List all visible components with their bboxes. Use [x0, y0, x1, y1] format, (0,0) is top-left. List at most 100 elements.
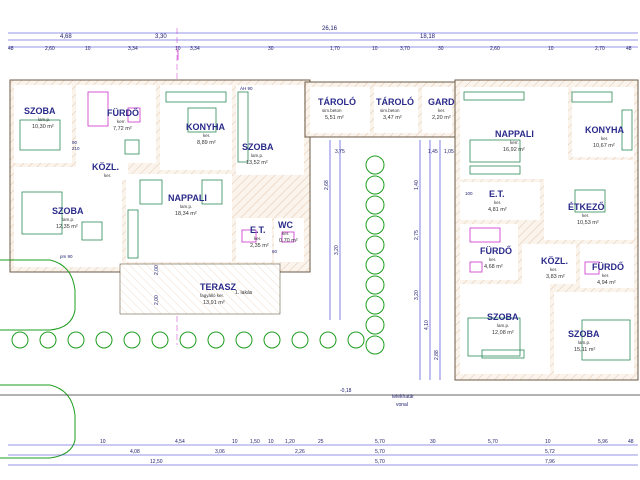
room-et-1-name: E.T. [250, 225, 266, 235]
dim-bot-r1-9: 5,70 [488, 439, 498, 445]
room-szoba-3-sub: lam.p. [62, 217, 74, 222]
room-konyha-2-area: 10,67 m² [593, 143, 615, 149]
small-dim-4: ÁH 90 [240, 85, 253, 91]
room-furdo-1-area: 7,72 m² [113, 126, 132, 132]
dim-v-10: 1,45 [428, 149, 438, 155]
room-konyha-1-area: 8,89 m² [197, 140, 216, 146]
dim-v-6: 3,20 [334, 245, 340, 255]
dim-top-r2-10: 2,60 [490, 46, 500, 52]
small-dim-2: 60 [272, 249, 278, 254]
top-dimension-lines: 26,16 4,68 3,30 18,18 48 2,60 10 3,34 10… [8, 26, 638, 52]
room-tarolo-2-area: 3,47 m² [383, 115, 402, 121]
room-szoba-2-sub: lam.p. [251, 153, 263, 158]
dim-top-r2-7: 10 [372, 46, 378, 52]
room-szoba-1-sub: lam.p. [38, 117, 50, 122]
dim-v-8: 2,00 [154, 295, 160, 305]
car-icon [0, 259, 76, 459]
room-konyha-1-sub: ker. [203, 133, 210, 138]
room-szoba-2-name: SZOBA [242, 142, 274, 152]
room-szoba-5-area: 15,11 m² [574, 347, 595, 353]
room-gard-sub: ker. [438, 108, 445, 113]
room-gard-area: 2,20 m² [432, 115, 451, 121]
dim-v-9: 3,75 [335, 149, 345, 155]
room-nappali-2-area: 16,92 m² [503, 147, 525, 153]
dim-bot-r2-1: 3,06 [215, 449, 225, 455]
room-labels: SZOBA lam.p. 10,30 m² FÜRDŐ kerr. 7,72 m… [24, 96, 625, 353]
room-kozl-1-name: KÖZL. [92, 162, 119, 172]
room-tarolo-1-area: 5,51 m² [325, 115, 344, 121]
room-furdo-1-sub: kerr. [117, 119, 126, 124]
room-furdo-2-sub: ker. [489, 257, 496, 262]
room-szoba-5-name: SZOBA [568, 329, 600, 339]
dim-bot-r1-1: 4,54 [175, 439, 185, 445]
room-nappali-1-area: 18,34 m² [175, 211, 197, 217]
room-kozl-2-area: 3,83 m² [546, 274, 565, 280]
room-konyha-1-name: KONYHA [186, 122, 226, 132]
dim-top-r2-12: 2,70 [595, 46, 605, 52]
room-terasz-name: TERASZ [200, 282, 237, 292]
room-tarolo-1-name: TÁROLÓ [318, 96, 356, 107]
room-szoba-3-name: SZOBA [52, 206, 84, 216]
small-dim-3: 100 [465, 191, 473, 196]
room-terasz-area: 13,91 m² [203, 300, 225, 306]
room-tarolo-2-name: TÁROLÓ [376, 96, 414, 107]
room-kozl-1-sub: ker. [104, 173, 111, 178]
room-wc-area: 0,70 m² [279, 238, 298, 244]
dim-bot-r3-0: 12,50 [150, 459, 163, 465]
room-szoba-2-area: 13,52 m² [246, 160, 268, 166]
door-dimensions: 210 90 60 100 ÁH 90 pm 90 [60, 85, 473, 259]
dim-bot-r2-4: 5,72 [545, 449, 555, 455]
room-tarolo-1-sub: sim.beton [322, 108, 342, 113]
room-gard-name: GARD [428, 97, 455, 107]
room-szoba-4-name: SZOBA [487, 312, 519, 322]
room-furdo-3-sub: ker. [602, 273, 609, 278]
dim-bot-r2-0: 4,08 [130, 449, 140, 455]
dim-bot-r1-5: 1,20 [285, 439, 295, 445]
room-nappali-2-name: NAPPALI [495, 129, 534, 139]
dim-bot-r1-6: 25 [318, 439, 324, 445]
room-szoba-5-sub: lam.p. [578, 340, 590, 345]
room-konyha-2-sub: ker. [601, 136, 608, 141]
room-szoba-4-sub: lam.p. [497, 323, 509, 328]
dim-bot-r1-0: 10 [100, 439, 106, 445]
dim-top-r1-0: 4,68 [60, 34, 72, 40]
dim-v-0: 1,40 [414, 180, 420, 190]
dim-v-1: 2,75 [414, 230, 420, 240]
small-dim-0: 210 [72, 146, 80, 151]
dim-top-r2-3: 10 [175, 46, 181, 52]
dim-top-r2-4: 3,34 [190, 46, 200, 52]
vertical-dimension-lines: 1,40 2,75 3,20 4,10 2,88 2,68 3,20 2,00 … [154, 140, 454, 380]
room-et-2-name: E.T. [489, 189, 505, 199]
room-szoba-1-area: 10,30 m² [32, 124, 54, 130]
vonal-label: vonal [396, 402, 408, 408]
room-furdo-2-name: FÜRDŐ [480, 245, 512, 256]
dim-bot-r2-2: 2,26 [295, 449, 305, 455]
property-line: -0,18 telekhatár vonal [0, 388, 640, 408]
dim-overall: 26,16 [322, 26, 338, 32]
room-szoba-4-area: 12,08 m² [492, 330, 514, 336]
dim-top-r2-6: 1,70 [330, 46, 340, 52]
dim-bot-r1-12: 48 [628, 439, 634, 445]
storage-block [304, 81, 456, 138]
dim-bot-r1-4: 10 [268, 439, 274, 445]
furniture [19, 91, 633, 361]
dim-bot-r1-10: 10 [545, 439, 551, 445]
dim-top-r1-1: 3,30 [155, 34, 167, 40]
dim-bot-r3-1: 5,70 [375, 459, 385, 465]
room-etkezo-area: 10,53 m² [577, 220, 599, 226]
room-wc-name: WC [278, 220, 293, 230]
dim-v-2: 3,20 [414, 290, 420, 300]
room-szoba-1-name: SZOBA [24, 106, 56, 116]
tree-row [11, 331, 365, 349]
dim-top-r2-5: 30 [268, 46, 274, 52]
room-nappali-1-name: NAPPALI [168, 193, 207, 203]
dim-v-7: 2,00 [154, 265, 160, 275]
dim-bot-r1-8: 30 [430, 439, 436, 445]
dim-top-r1-2: 18,18 [420, 34, 436, 40]
dim-bot-r2-3: 5,70 [375, 449, 385, 455]
room-etkezo-sub: ker. [582, 213, 589, 218]
dim-bot-r3-2: 7,96 [545, 459, 555, 465]
lakas-label: 1. lakás [235, 290, 253, 296]
dim-top-48: 48 [8, 46, 14, 52]
